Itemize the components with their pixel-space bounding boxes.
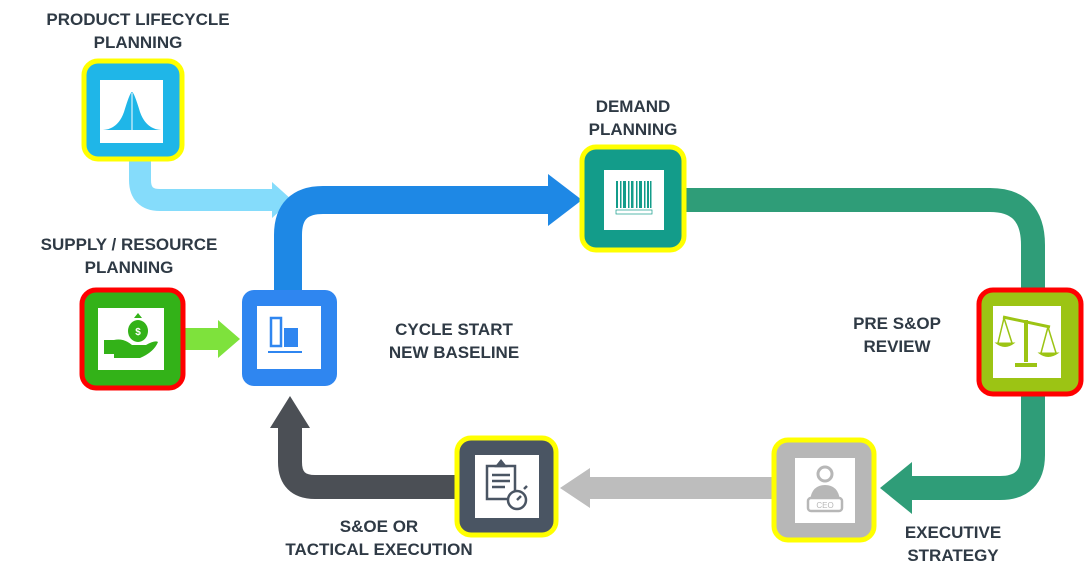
arrow-pre-sop-to-executive (880, 394, 1045, 514)
label-executive-strategy: EXECUTIVE STRATEGY (905, 521, 1001, 567)
barcode-icon (615, 181, 653, 215)
label-line: PLANNING (93, 33, 183, 52)
arrow-supply-to-cycle (185, 320, 240, 358)
label-line: PLANNING (588, 120, 678, 139)
label-line: STRATEGY (907, 546, 999, 565)
label-demand-planning: DEMAND PLANNING (589, 95, 678, 141)
label-line: PLANNING (84, 258, 174, 277)
label-line: S&OE OR (339, 517, 419, 536)
label-line: EXECUTIVE (904, 523, 1002, 542)
money-bag-hand-icon: $ (104, 313, 158, 358)
label-line: CYCLE START (395, 320, 513, 339)
node-pre-sop-review[interactable] (976, 287, 1084, 397)
label-line: PRODUCT LIFECYCLE (46, 10, 230, 29)
arrow-cycle-to-demand (274, 174, 582, 292)
ceo-icon: CEO (806, 465, 844, 513)
label-supply-resource: SUPPLY / RESOURCE PLANNING (41, 233, 218, 279)
node-cycle-start[interactable] (242, 290, 337, 386)
ceo-icon-text: CEO (816, 501, 833, 510)
arrow-lifecycle-to-cycle (129, 160, 292, 218)
node-executive-strategy[interactable]: CEO (771, 437, 877, 543)
node-product-lifecycle[interactable] (81, 58, 185, 162)
label-pre-sop-review: PRE S&OP REVIEW (853, 312, 941, 358)
label-soe-tactical: S&OE OR TACTICAL EXECUTION (285, 515, 472, 561)
label-line: DEMAND (595, 97, 671, 116)
node-demand-planning[interactable] (579, 144, 687, 253)
svg-text:$: $ (135, 327, 141, 338)
label-line: PRE S&OP (853, 314, 941, 333)
label-product-lifecycle: PRODUCT LIFECYCLE PLANNING (46, 8, 229, 54)
bell-curve-icon (103, 92, 161, 130)
bar-chart-icon (268, 316, 302, 353)
label-line: TACTICAL EXECUTION (285, 540, 473, 559)
label-line: NEW BASELINE (388, 343, 520, 362)
label-line: SUPPLY / RESOURCE (40, 235, 218, 254)
arrow-soe-to-cycle (270, 396, 457, 499)
label-cycle-start: CYCLE START NEW BASELINE (389, 318, 519, 364)
node-soe-tactical[interactable] (454, 435, 559, 538)
arrow-demand-to-pre-sop (684, 188, 1045, 292)
node-supply-resource[interactable]: $ (79, 287, 186, 391)
scales-icon (994, 315, 1060, 367)
arrow-executive-to-soe (560, 468, 774, 508)
label-line: REVIEW (863, 337, 931, 356)
clipboard-stopwatch-icon (485, 458, 528, 511)
